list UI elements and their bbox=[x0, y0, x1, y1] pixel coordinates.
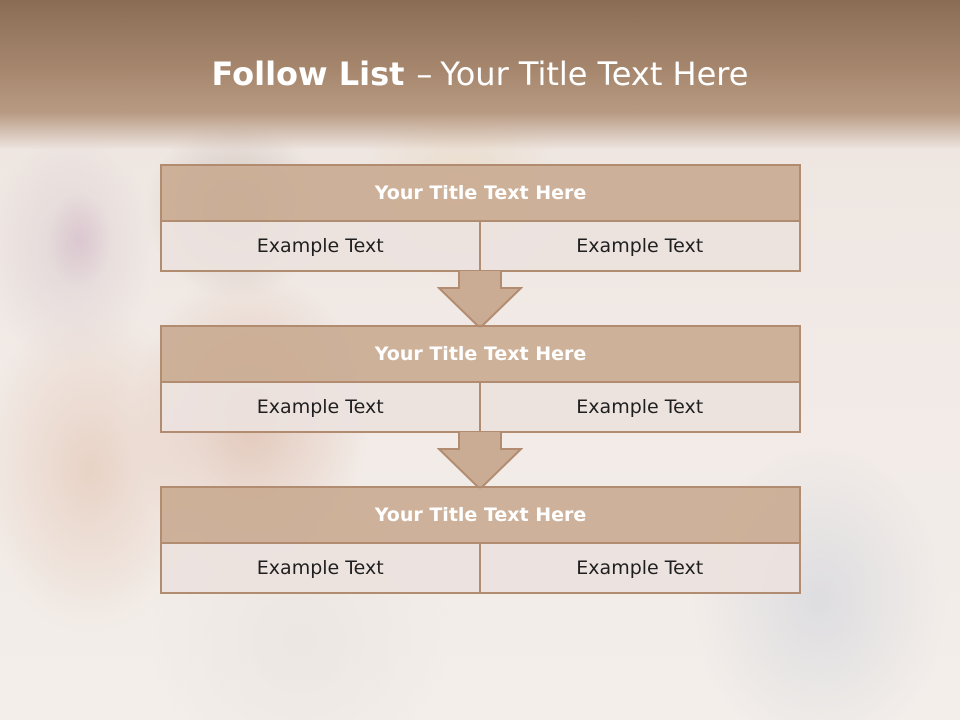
block-cell-left: Example Text bbox=[160, 383, 481, 433]
block-cell-right: Example Text bbox=[480, 383, 801, 433]
block-cell-left: Example Text bbox=[160, 544, 481, 594]
block-cell-right: Example Text bbox=[480, 544, 801, 594]
list-block-1: Your Title Text Here Example Text Exampl… bbox=[160, 164, 801, 272]
block-title: Your Title Text Here bbox=[160, 325, 801, 383]
page-title-rest: Your Title Text Here bbox=[440, 55, 749, 93]
page-title-bold: Follow List bbox=[211, 55, 405, 93]
block-row: Example Text Example Text bbox=[160, 544, 801, 594]
header-band bbox=[0, 0, 960, 150]
page-title: Follow List–Your Title Text Here bbox=[0, 52, 960, 96]
list-block-2: Your Title Text Here Example Text Exampl… bbox=[160, 325, 801, 433]
down-arrow-icon bbox=[437, 270, 523, 330]
list-block-3: Your Title Text Here Example Text Exampl… bbox=[160, 486, 801, 594]
block-title: Your Title Text Here bbox=[160, 164, 801, 222]
block-title: Your Title Text Here bbox=[160, 486, 801, 544]
block-row: Example Text Example Text bbox=[160, 383, 801, 433]
block-row: Example Text Example Text bbox=[160, 222, 801, 272]
block-cell-left: Example Text bbox=[160, 222, 481, 272]
down-arrow-icon bbox=[437, 431, 523, 491]
block-cell-right: Example Text bbox=[480, 222, 801, 272]
page-title-separator: – bbox=[416, 55, 433, 93]
